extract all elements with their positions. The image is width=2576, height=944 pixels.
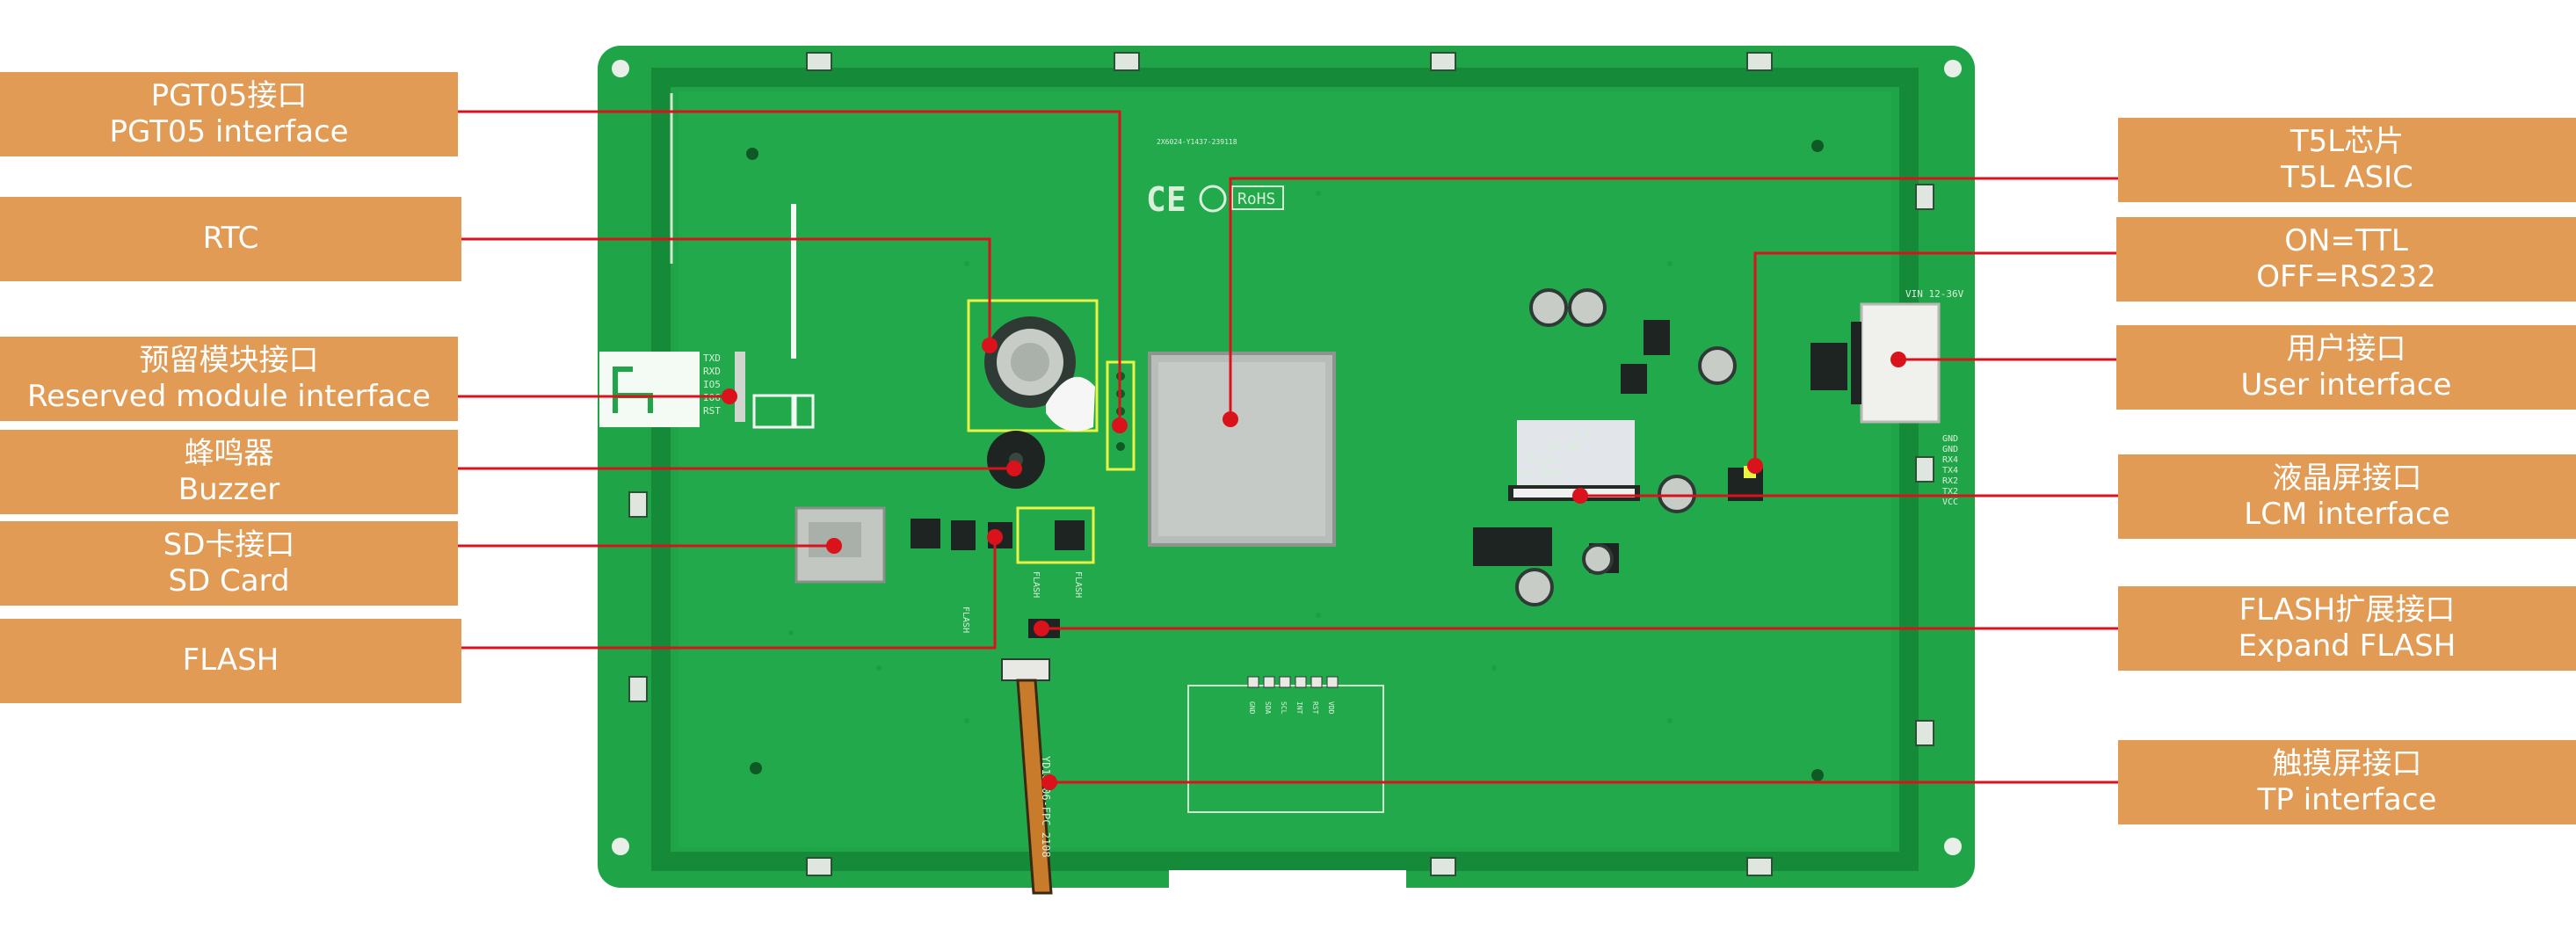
leader-lines — [458, 110, 2118, 784]
leader-t5l — [1229, 177, 2118, 419]
label-lcm-en: LCM interface — [2244, 497, 2450, 532]
user-pin-5: RX2 — [1942, 476, 1958, 486]
module-pin-3: IO5 — [703, 379, 721, 390]
label-t5l-en: T5L ASIC — [2281, 160, 2413, 195]
dot-lcm — [1572, 488, 1588, 504]
label-pgt05-en: PGT05 interface — [109, 114, 349, 149]
user-pin-4: TX4 — [1942, 466, 1958, 476]
leader-flash — [461, 537, 997, 650]
dot-ttl-switch — [1747, 458, 1763, 474]
tp-pin-4: INT — [1295, 701, 1303, 715]
label-reserved-en: Reserved module interface — [27, 379, 431, 414]
label-tp-interface: 触摸屏接口 TP interface — [2118, 740, 2576, 824]
dot-rtc — [982, 338, 998, 353]
dot-pgt05 — [1112, 418, 1128, 433]
user-pin-2: GND — [1942, 445, 1958, 454]
leader-dots — [722, 338, 1906, 790]
module-pin-5: RST — [703, 405, 721, 417]
pb-free-icon — [1199, 185, 1227, 213]
leader-rtc — [461, 237, 991, 345]
dot-buzzer — [1006, 461, 1022, 476]
buzzer — [987, 431, 1045, 489]
tp-pin-3: SCL — [1280, 701, 1288, 715]
board-serial: 2X6024-Y1437-239118 — [1157, 138, 1237, 146]
tp-connector — [1001, 658, 1050, 681]
vin-label: VIN 12-36V — [1905, 288, 1964, 300]
label-buzzer: 蜂鸣器 Buzzer — [0, 430, 458, 514]
lcm-ribbon-2: 6V VW — [1549, 441, 1578, 453]
module-pin-2: RXD — [703, 366, 721, 377]
leader-pgt05 — [458, 110, 1121, 425]
tp-pin-1: GND — [1248, 701, 1256, 715]
flash-highlight — [1016, 506, 1095, 564]
label-tp-zh: 触摸屏接口 — [2272, 745, 2422, 781]
label-buzzer-en: Buzzer — [178, 472, 280, 507]
label-ttl-off: OFF=RS232 — [2256, 259, 2436, 294]
flash-mark-3: FLASH — [1073, 571, 1083, 598]
dot-flash — [987, 529, 1003, 545]
label-reserved-module-interface: 预留模块接口 Reserved module interface — [0, 337, 458, 421]
lcm-ribbon-4: 16 1685 — [1520, 468, 1561, 479]
lcm-ribbon-1: W-1 — [1573, 428, 1591, 439]
label-sd-card: SD卡接口 SD Card — [0, 521, 458, 606]
label-tp-en: TP interface — [2257, 782, 2437, 817]
t5l-asic-shield — [1148, 352, 1336, 547]
dot-t5l — [1223, 411, 1238, 427]
user-pin-3: RX4 — [1942, 455, 1958, 465]
tp-pin-6: VDD — [1327, 701, 1335, 715]
label-expand-flash-zh: FLASH扩展接口 — [2239, 592, 2456, 628]
label-reserved-zh: 预留模块接口 — [139, 342, 319, 378]
user-pin-6: TX2 — [1942, 487, 1958, 497]
label-buzzer-zh: 蜂鸣器 — [184, 435, 274, 471]
label-lcm-zh: 液晶屏接口 — [2272, 460, 2422, 496]
label-t5l-zh: T5L芯片 — [2289, 123, 2405, 159]
fpc-text: YD10 06-FPC 2108 — [1040, 756, 1052, 858]
dot-sd-card — [826, 538, 842, 554]
label-ttl-on: ON=TTL — [2284, 222, 2408, 258]
tp-pin-2: SDA — [1264, 701, 1272, 715]
lcm-ribbon-3: 5S 6V — [1527, 454, 1556, 466]
label-lcm-interface: 液晶屏接口 LCM interface — [2118, 454, 2576, 539]
label-ttl-rs232: ON=TTL OFF=RS232 — [2116, 217, 2576, 301]
user-pin-1: GND — [1942, 434, 1958, 444]
dot-expand-flash — [1034, 621, 1049, 636]
dot-tp — [1041, 774, 1057, 790]
label-expand-flash-en: Expand FLASH — [2238, 628, 2456, 664]
label-sd-en: SD Card — [168, 563, 290, 599]
leader-ttl-switch — [1753, 251, 2116, 466]
label-expand-flash: FLASH扩展接口 Expand FLASH — [2118, 586, 2576, 671]
rohs-mark: RoHS — [1237, 190, 1275, 208]
flash-mark-1: FLASH — [961, 606, 970, 633]
tp-test-pads — [1247, 676, 1339, 688]
module-pin-1: TXD — [703, 352, 721, 364]
ce-mark: CE — [1146, 180, 1186, 219]
user-pin-7: VCC — [1942, 497, 1958, 507]
label-flash-text: FLASH — [182, 643, 279, 679]
label-rtc-text: RTC — [202, 221, 259, 257]
label-user-zh: 用户接口 — [2286, 330, 2406, 367]
label-sd-zh: SD卡接口 — [163, 526, 295, 563]
label-user-en: User interface — [2240, 367, 2452, 403]
flash-mark-2: FLASH — [1031, 571, 1041, 598]
label-user-interface: 用户接口 User interface — [2116, 325, 2576, 410]
rtc-battery — [967, 299, 1099, 432]
label-rtc: RTC — [0, 197, 461, 281]
dot-user-interface — [1890, 352, 1906, 367]
label-t5l-asic: T5L芯片 T5L ASIC — [2118, 118, 2576, 202]
label-pgt05-interface: PGT05接口 PGT05 interface — [0, 72, 458, 156]
lcm-connector: W-1 6V VW 5S 6V 16 1685 2D706 — [1508, 420, 1640, 501]
tp-pin-5: RST — [1311, 701, 1319, 715]
label-pgt05-zh: PGT05接口 — [150, 77, 308, 113]
label-flash: FLASH — [0, 619, 461, 703]
dot-reserved-module — [722, 388, 737, 404]
